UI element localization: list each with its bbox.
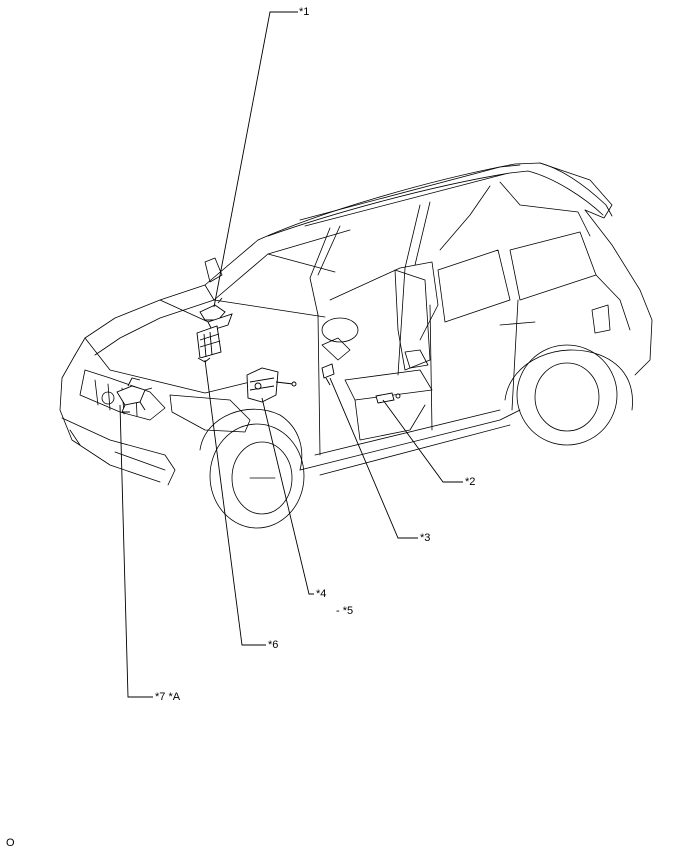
leader-line-1 [213, 11, 298, 308]
component-4-5-actuator [246, 367, 297, 403]
callout-1: *1 [299, 6, 310, 18]
leader-line-7 [119, 404, 153, 698]
leader-line-3 [329, 377, 418, 539]
vehicle-outline [59, 162, 653, 529]
callout-4: *4 [316, 588, 327, 600]
leader-line-6 [204, 359, 266, 646]
callout-2: *2 [465, 476, 476, 488]
callout-5: - *5 [336, 605, 354, 617]
leader-lines [119, 11, 463, 698]
leader-line-4 [261, 397, 314, 595]
leader-line-2 [382, 399, 463, 483]
callout-6: *6 [268, 639, 279, 651]
component-3-sensor [321, 363, 335, 386]
component-1-bracket [199, 297, 233, 331]
callout-3: *3 [420, 532, 431, 544]
footer-code: O [6, 837, 15, 849]
component-6-module [196, 325, 222, 363]
component-2-switch [375, 392, 401, 404]
callout-7: *7 *A [155, 691, 181, 703]
component-7-sensor [116, 377, 153, 413]
